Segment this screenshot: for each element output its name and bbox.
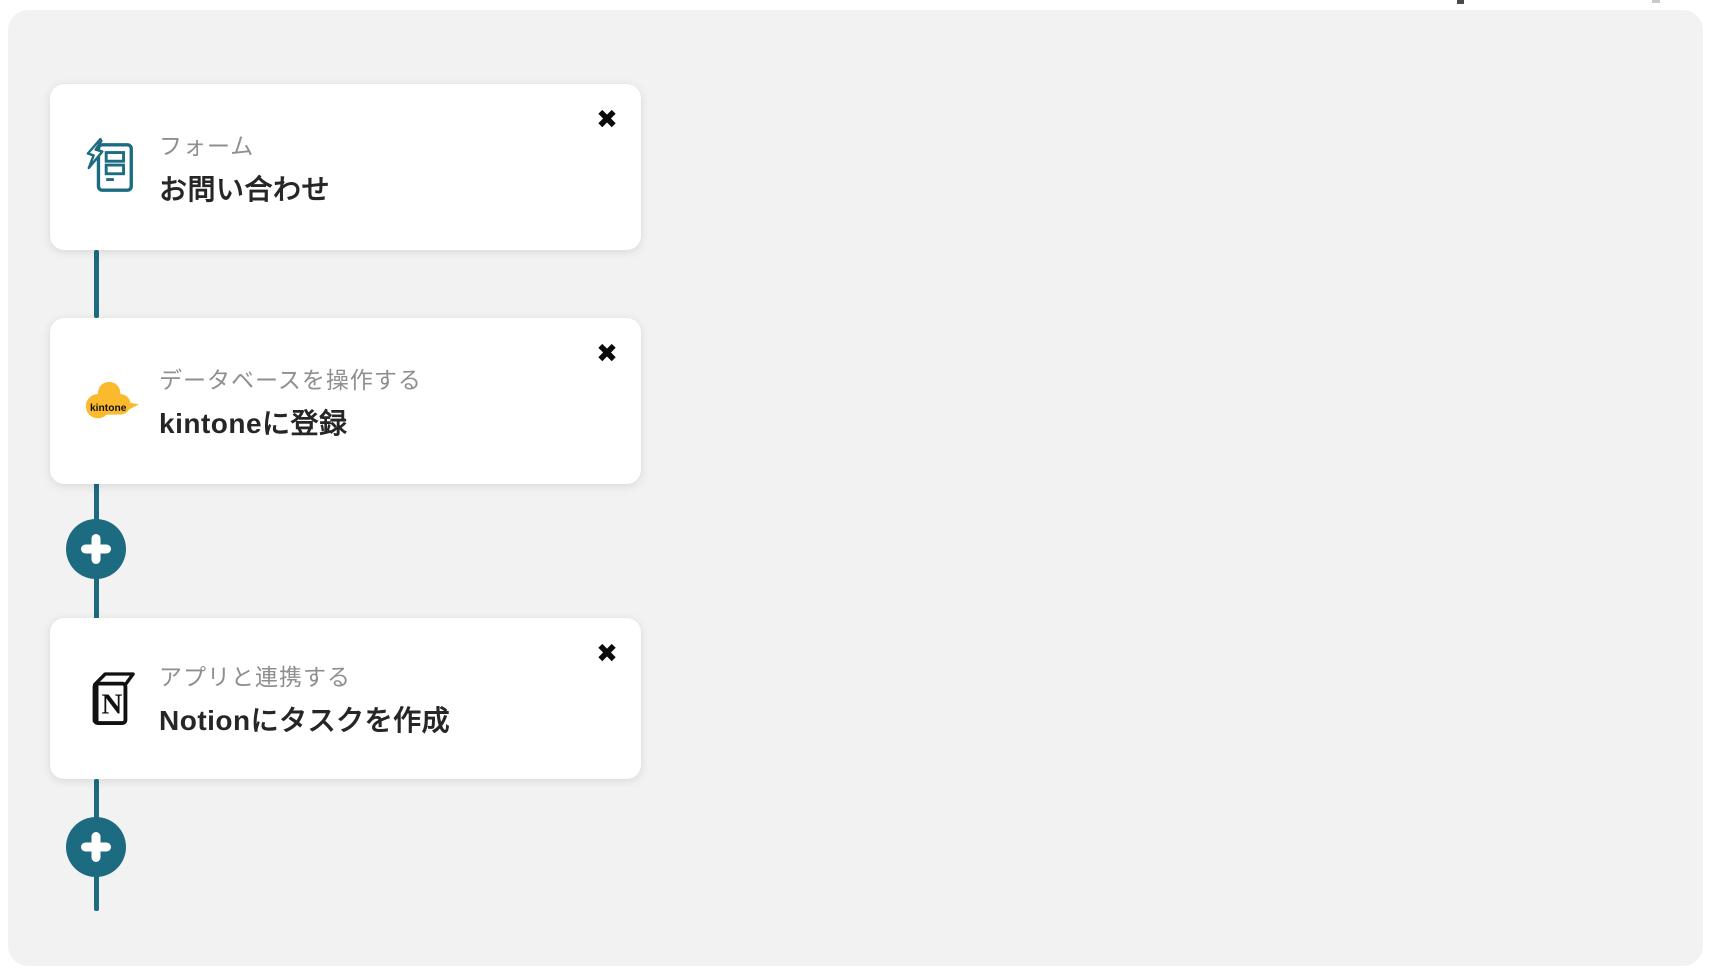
remove-step-button[interactable]: ✖: [591, 104, 623, 136]
clipped-toolbar-fragment: [1457, 0, 1464, 4]
workflow-step-kintone[interactable]: kintone データベースを操作する kintoneに登録 ✖: [50, 318, 641, 484]
step-category-label: データベースを操作する: [159, 366, 422, 393]
connector-line: [94, 250, 99, 318]
workflow-step-notion[interactable]: N アプリと連携する Notionにタスクを作成 ✖: [50, 618, 641, 779]
step-category-label: アプリと連携する: [159, 664, 351, 690]
step-title: お問い合わせ: [159, 173, 331, 205]
svg-text:kintone: kintone: [90, 402, 127, 413]
add-step-button[interactable]: [66, 817, 126, 877]
form-trigger-icon: [83, 138, 139, 196]
remove-step-button[interactable]: ✖: [591, 338, 623, 370]
clipped-toolbar-fragment: [1652, 0, 1660, 3]
step-title: Notionにタスクを作成: [159, 705, 451, 736]
step-category-label: フォーム: [159, 132, 255, 159]
add-step-button[interactable]: [66, 519, 126, 579]
svg-text:N: N: [102, 688, 123, 720]
step-title: kintoneに登録: [159, 407, 348, 439]
kintone-icon: kintone: [83, 378, 139, 425]
workflow-step-form-trigger[interactable]: フォーム お問い合わせ ✖: [50, 84, 641, 250]
workflow-canvas[interactable]: フォーム お問い合わせ ✖ kintone: [8, 10, 1703, 966]
notion-icon: N: [83, 671, 139, 727]
remove-step-button[interactable]: ✖: [591, 638, 623, 670]
